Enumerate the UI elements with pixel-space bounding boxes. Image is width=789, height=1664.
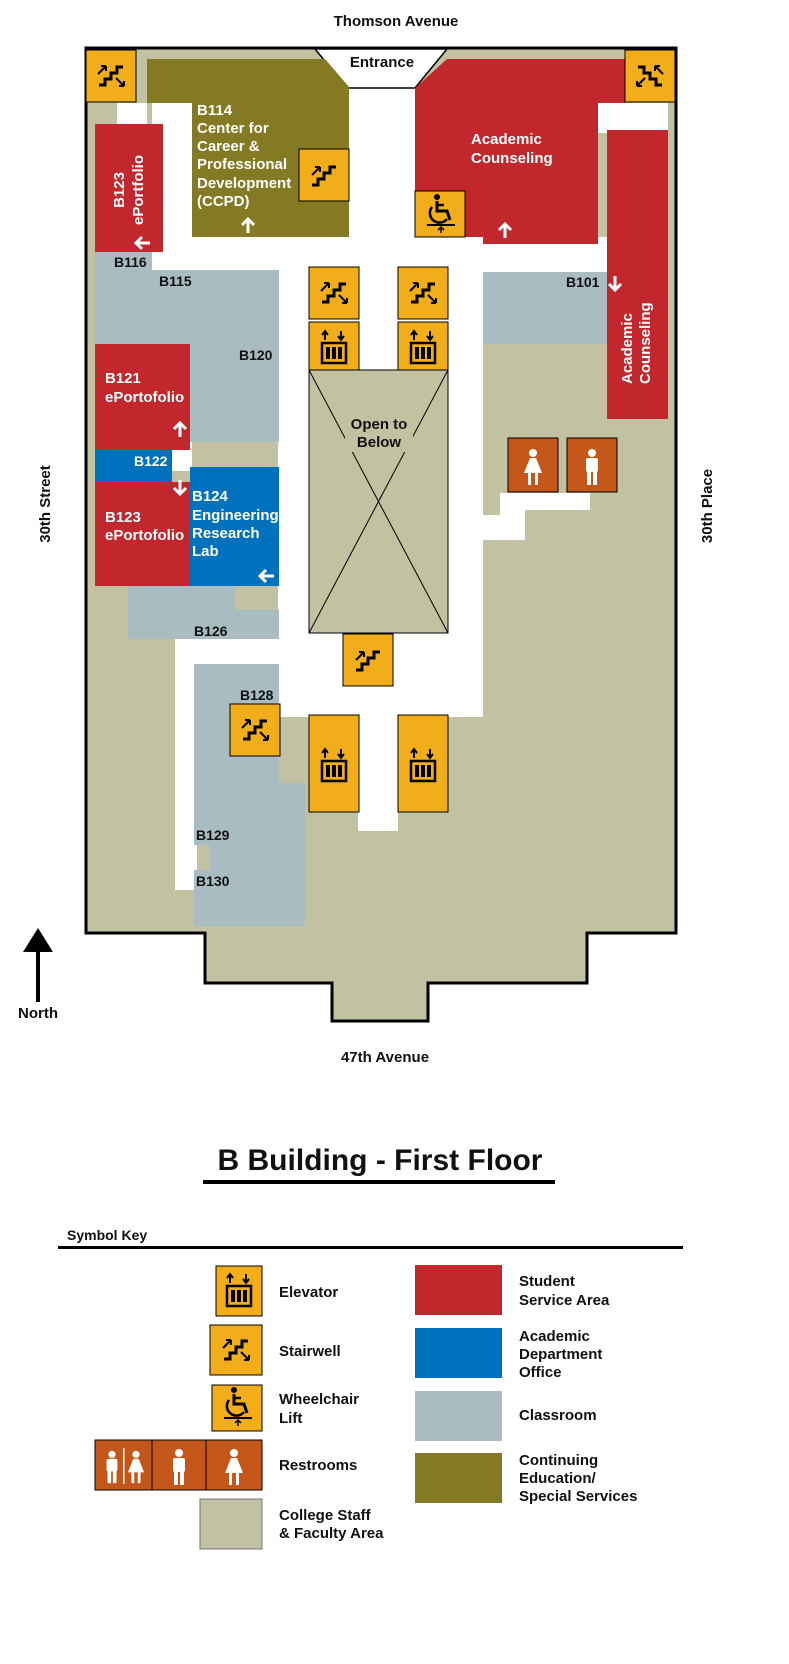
key-stairwell (209, 1324, 263, 1376)
room-b101 (483, 272, 607, 344)
restroom-icon[interactable] (566, 437, 618, 493)
key-student-line-1: Student (519, 1273, 575, 1290)
room-b116 (95, 252, 152, 272)
open-to-below-line-1: Open to (351, 416, 408, 433)
key-staff-line-1: College Staff (279, 1507, 372, 1524)
academic-counseling-line-1: Academic (471, 131, 542, 148)
b114-line-1: B114 (197, 102, 233, 119)
symbol-key-rule (58, 1246, 683, 1249)
title-underline (203, 1180, 555, 1184)
b123-top-line-2: ePortfolio (130, 155, 147, 225)
restroom-icon[interactable] (507, 437, 559, 493)
stairwell-icon[interactable] (624, 49, 676, 103)
key-department-line-2: Department (519, 1346, 602, 1363)
b128-label: B128 (240, 687, 274, 703)
stairwell-icon[interactable] (397, 266, 449, 320)
b114-line-2: Center for (197, 120, 269, 137)
key-student-line-2: Service Area (519, 1292, 610, 1309)
symbol-key-heading: Symbol Key (67, 1227, 147, 1243)
wheelchair-lift-icon[interactable] (414, 190, 466, 238)
key-continuing-line-2: Education/ (519, 1470, 597, 1487)
stairwell-icon[interactable] (308, 266, 360, 320)
key-wheelchair-lift (211, 1384, 263, 1432)
b121-line-1: B121 (105, 370, 141, 387)
b124-line-3: Research (192, 525, 260, 542)
b129-label: B129 (196, 827, 230, 843)
room-b121 (95, 344, 190, 450)
north-label: North (18, 1005, 58, 1022)
street-west: 30th Street (37, 465, 54, 543)
key-elevator (215, 1265, 263, 1317)
b101-label: B101 (566, 274, 600, 290)
stairwell-icon[interactable] (85, 49, 137, 103)
academic-counseling-east-line-1: Academic (619, 313, 636, 384)
street-east: 30th Place (699, 469, 716, 543)
key-restrooms (94, 1439, 263, 1491)
stairwell-icon[interactable] (298, 148, 350, 202)
key-student-swatch (415, 1265, 502, 1315)
key-classroom-swatch (415, 1391, 502, 1441)
room-b126 (128, 586, 279, 639)
key-department-line-3: Office (519, 1364, 562, 1381)
room-b123-top (95, 124, 163, 252)
room-academic-counseling-east (607, 130, 668, 419)
north-arrow-icon (23, 928, 53, 1002)
b115-label: B115 (159, 273, 192, 289)
b123-bottom-line-2: ePortofolio (105, 527, 184, 544)
elevator-icon[interactable] (308, 714, 360, 813)
open-to-below-line-2: Below (357, 434, 402, 451)
b124-line-1: B124 (192, 488, 229, 505)
elevator-icon[interactable] (397, 321, 449, 371)
key-continuing-line-1: Continuing (519, 1452, 598, 1469)
b120-label: B120 (239, 347, 273, 363)
key-department-line-1: Academic (519, 1328, 590, 1345)
b123-bottom-line-1: B123 (105, 509, 141, 526)
room-academic-counseling (415, 59, 625, 244)
elevator-icon[interactable] (308, 321, 360, 371)
b124-line-2: Engineering (192, 507, 279, 524)
b114-line-5: Development (197, 175, 291, 192)
elevator-icon[interactable] (397, 714, 449, 813)
b123-top-line-1: B123 (111, 172, 128, 208)
key-wheelchair-line-2: Lift (279, 1410, 302, 1427)
room-b122 (95, 450, 172, 482)
page-title: B Building - First Floor (218, 1144, 543, 1177)
b114-line-4: Professional (197, 156, 287, 173)
b121-line-2: ePortofolio (105, 389, 184, 406)
entrance-label: Entrance (350, 54, 414, 71)
key-staff-area (199, 1498, 263, 1550)
street-north: Thomson Avenue (334, 13, 459, 30)
room-b123-bottom (95, 482, 190, 586)
key-continuing-line-3: Special Services (519, 1488, 637, 1505)
room-b124 (190, 467, 279, 586)
b114-line-3: Career & (197, 138, 260, 155)
key-classroom-label: Classroom (519, 1407, 597, 1424)
key-continuing-swatch (415, 1453, 502, 1503)
b116-label: B116 (114, 254, 147, 270)
key-wheelchair-line-1: Wheelchair (279, 1391, 359, 1408)
stairwell-icon[interactable] (229, 703, 281, 757)
key-staff-line-2: & Faculty Area (279, 1525, 384, 1542)
street-south: 47th Avenue (341, 1049, 429, 1066)
key-restrooms-label: Restrooms (279, 1457, 357, 1474)
b122-label: B122 (134, 453, 168, 469)
key-stairwell-label: Stairwell (279, 1343, 341, 1360)
b124-line-4: Lab (192, 543, 219, 560)
key-department-swatch (415, 1328, 502, 1378)
stairwell-icon[interactable] (342, 633, 394, 687)
b114-line-6: (CCPD) (197, 193, 250, 210)
b130-label: B130 (196, 873, 230, 889)
academic-counseling-line-2: Counseling (471, 150, 553, 167)
key-elevator-label: Elevator (279, 1284, 338, 1301)
b126-label: B126 (194, 623, 228, 639)
academic-counseling-east-line-2: Counseling (637, 302, 654, 384)
